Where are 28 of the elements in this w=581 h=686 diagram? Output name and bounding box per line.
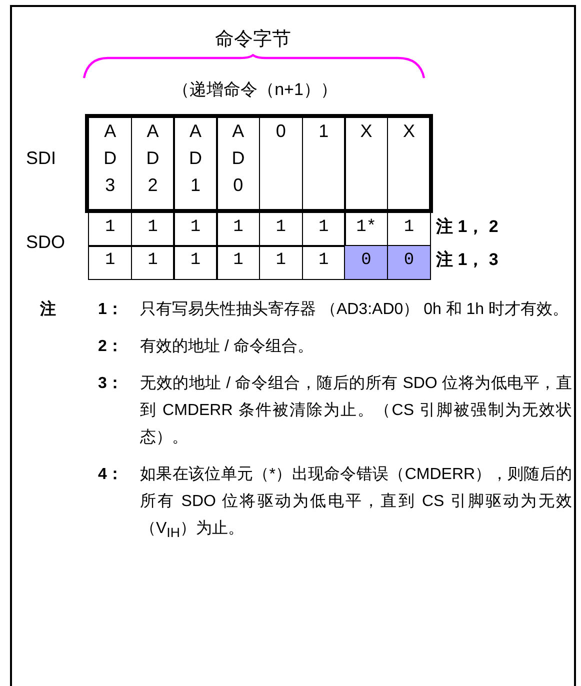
note-number: 2： [98, 337, 124, 357]
row-label: SDO [26, 232, 66, 253]
note-reference: 注 1， 2 [436, 216, 498, 238]
table-cell: AD1 [173, 117, 218, 212]
note-reference: 注 1， 3 [436, 249, 498, 271]
highlighted-cell: 0 [344, 245, 388, 280]
table-cell: 1 [130, 212, 175, 246]
table-cell: 1 [88, 212, 132, 246]
note-number: 3： [98, 374, 124, 394]
note-text: 只有写易失性抽头寄存器 （AD3:AD0） 0h 和 1h 时才有效。 [140, 300, 570, 320]
table-cell: 1 [173, 245, 218, 280]
highlighted-cell: 0 [386, 245, 432, 280]
table-cell: 1 [302, 212, 346, 246]
table-cell: 1 [88, 245, 132, 280]
note-text: 有效的地址 / 命令组合。 [140, 336, 314, 357]
table-cell: 1 [216, 245, 260, 280]
heading: 命令字节 [214, 28, 292, 52]
note-number: 1： [98, 300, 124, 320]
table-cell: 1 [130, 245, 175, 280]
note-number: 4： [98, 465, 124, 485]
table-cell: 1 [216, 212, 260, 246]
note-text: 如果在该位单元（*）出现命令错误（CMDERR），则随后的所有 SDO 位将驱动为低电平，直到 CS 引脚驱动为无效（V$_{IH}$）为止。 [140, 464, 572, 542]
row-label: SDI [26, 148, 56, 169]
note-text: 无效的地址 / 命令组合，随后的所有 SDO 位将为低电平，直到 CMDERR 条件被清除为止。（CS 引脚被强制为无效状态）。 [140, 374, 572, 448]
table-cell: 1 [258, 245, 303, 280]
notes-heading: 注 [40, 299, 57, 320]
subheading: （递增命令（n+1）） [172, 79, 338, 101]
table-cell: 1 [173, 212, 218, 246]
